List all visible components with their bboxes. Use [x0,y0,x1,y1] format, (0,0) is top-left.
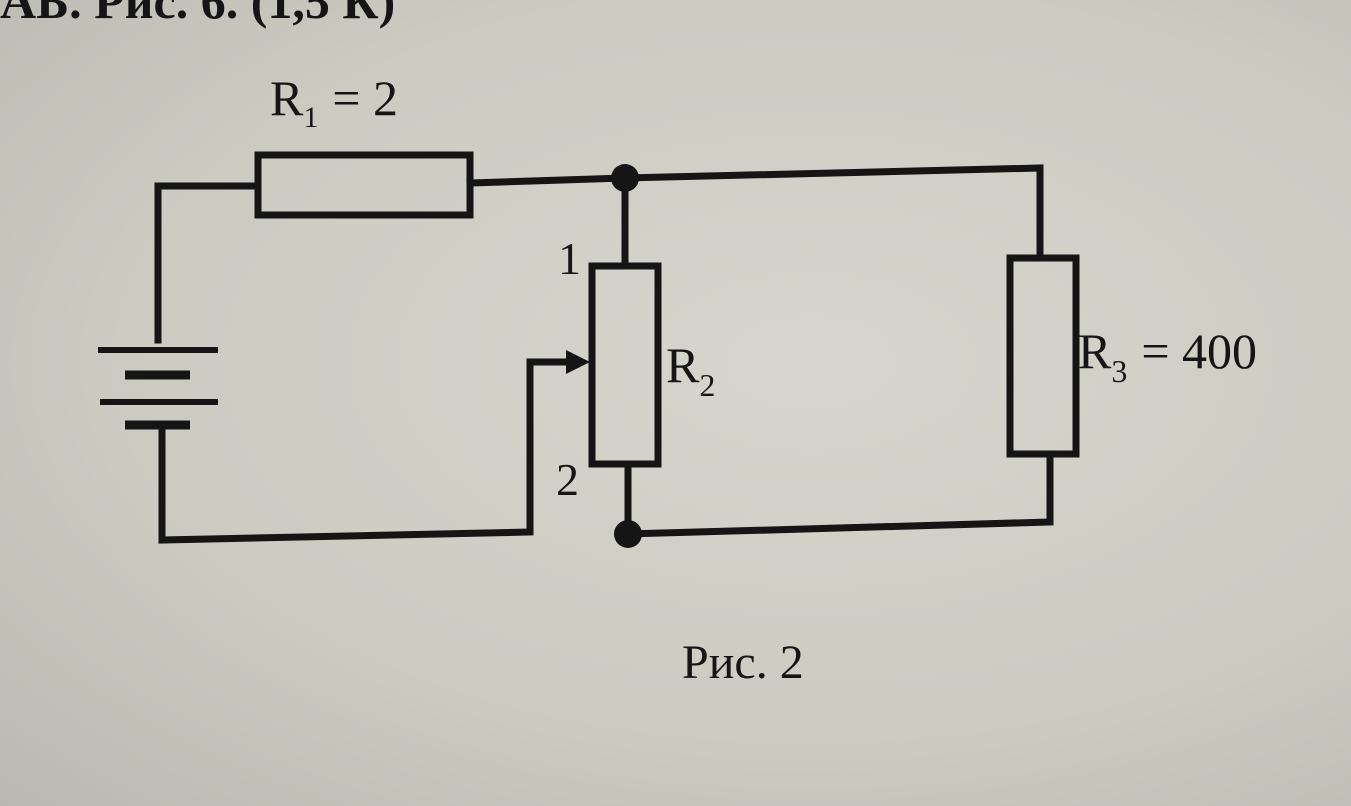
wire-bottom-left-slider [158,358,572,544]
r1-label: R1= 2 [270,70,398,134]
wire-top-right [621,164,1044,262]
junction-node-bottom [614,520,642,548]
junction-node-top [611,164,639,192]
resistor-r3 [1006,254,1080,458]
resistor-r1 [254,151,474,219]
r2-label: R2 [666,337,715,403]
wire-r1-node [466,174,629,187]
r3-label: R3= 400 [1078,323,1257,389]
header-fragment: АБ. Рис. 6. (1,5 К) [0,0,395,29]
wire-bottom-right [624,451,1054,538]
wires [154,164,1054,544]
slider-arrow-icon [566,350,590,374]
battery-icon [98,347,218,430]
rheostat-r2 [588,262,662,468]
figure-caption: Рис. 2 [682,636,804,689]
wire-top-left [154,182,262,344]
terminal-1-label: 1 [558,233,581,284]
terminal-2-label: 2 [556,454,579,505]
